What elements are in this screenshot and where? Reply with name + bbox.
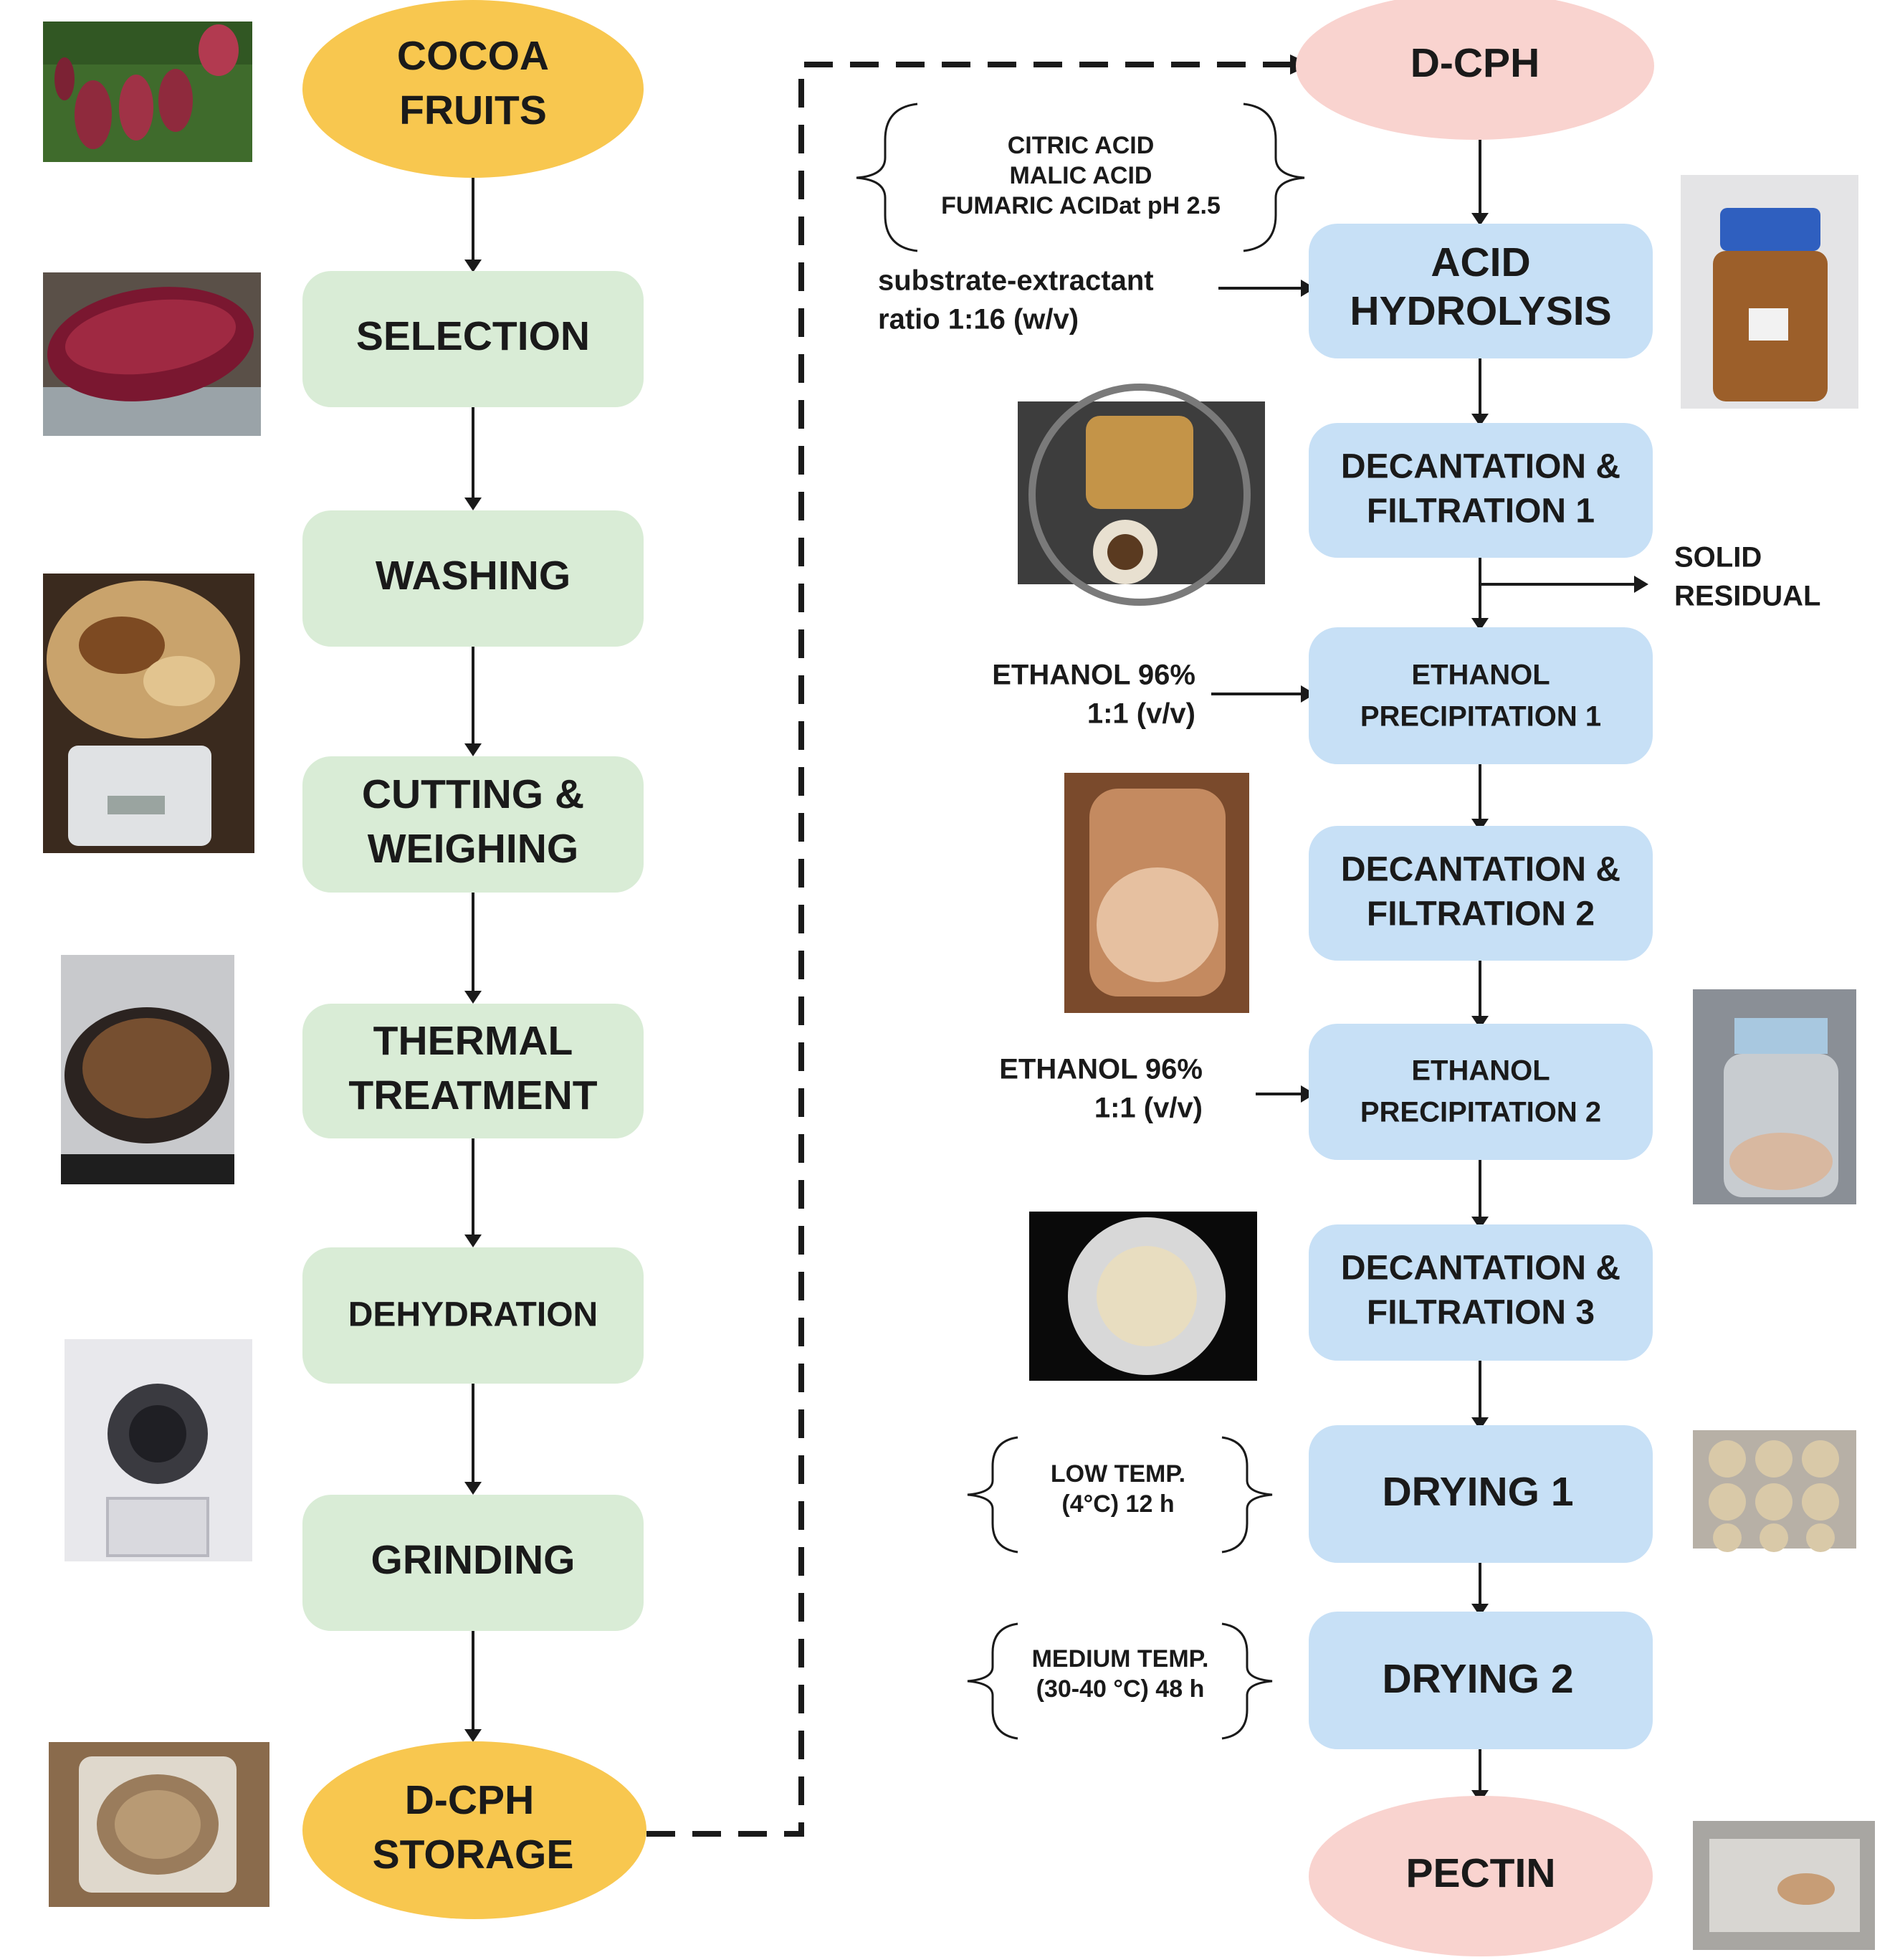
ethanol-1-line1: ETHANOL 96%: [992, 660, 1195, 691]
solid-residual-line1: SOLID: [1674, 542, 1762, 574]
step-ethanol-precipitation-2: ETHANOL PRECIPITATION 2: [1309, 1024, 1653, 1160]
step-decantation-filtration-1: DECANTATION & FILTRATION 1: [1309, 423, 1653, 558]
step-ethanol-precipitation-1-line2: PRECIPITATION 1: [1360, 701, 1601, 733]
step-drying-1-label: DRYING 1: [1382, 1469, 1573, 1515]
acids-line3: FUMARIC ACIDat pH 2.5: [941, 192, 1221, 219]
photo-ground-powder-container: [49, 1742, 269, 1907]
step-cutting-weighing: CUTTING & WEIGHING: [302, 756, 644, 893]
step-acid-hydrolysis-line2: HYDROLYSIS: [1350, 288, 1611, 334]
solid-residual-line2: RESIDUAL: [1674, 581, 1820, 612]
photo-precipitate-jar: [1064, 773, 1249, 1013]
ethanol-1-annotation: ETHANOL 96% 1:1 (v/v): [992, 660, 1195, 730]
photo-precipitation-bottle: [1693, 989, 1856, 1204]
step-decantation-filtration-3-line1: DECANTATION &: [1341, 1250, 1620, 1288]
step-decantation-filtration-3: DECANTATION & FILTRATION 3: [1309, 1224, 1653, 1361]
ratio-line2: ratio 1:16 (w/v): [878, 304, 1079, 336]
acids-annotation: CITRIC ACID MALIC ACID FUMARIC ACIDat pH…: [941, 132, 1221, 219]
step-grinding-label: GRINDING: [371, 1537, 576, 1583]
medium-temp-annotation: MEDIUM TEMP. (30-40 °C) 48 h: [1032, 1645, 1209, 1703]
photo-filtration-sieve: [1018, 384, 1265, 606]
node-dcph-label: D-CPH: [1410, 40, 1540, 86]
medium-temp-line2: (30-40 °C) 48 h: [1036, 1675, 1205, 1703]
medium-temp-line1: MEDIUM TEMP.: [1032, 1645, 1209, 1673]
photo-cocoa-pod: [43, 272, 261, 436]
ethanol-1-line2: 1:1 (v/v): [1087, 698, 1195, 730]
dashed-connector: [646, 62, 1290, 1837]
ratio-annotation: substrate-extractant ratio 1:16 (w/v): [878, 265, 1154, 336]
photo-filter-cloth: [1029, 1212, 1257, 1381]
step-selection: SELECTION: [302, 271, 644, 407]
step-washing-label: WASHING: [376, 553, 571, 599]
node-cocoa-fruits-line1: COCOA: [397, 33, 549, 79]
acids-line1: CITRIC ACID: [1008, 132, 1155, 159]
step-drying-2-label: DRYING 2: [1382, 1656, 1573, 1702]
step-acid-hydrolysis-line1: ACID: [1431, 239, 1530, 285]
photo-cocoa-fruits: [43, 22, 252, 162]
photo-thermal-pot: [61, 955, 234, 1184]
node-cocoa-fruits: COCOA FRUITS: [302, 0, 644, 178]
photo-drying-tray: [1693, 1430, 1856, 1552]
step-acid-hydrolysis: ACID HYDROLYSIS: [1309, 224, 1653, 358]
photo-grinder: [65, 1339, 252, 1561]
ethanol-2-line2: 1:1 (v/v): [1094, 1093, 1203, 1124]
arrowheads: [464, 54, 1648, 1803]
step-dehydration-label: DEHYDRATION: [348, 1296, 598, 1334]
step-decantation-filtration-1-line1: DECANTATION &: [1341, 448, 1620, 486]
acids-line2: MALIC ACID: [1010, 162, 1152, 189]
node-pectin: PECTIN: [1309, 1796, 1653, 1956]
step-decantation-filtration-3-line2: FILTRATION 3: [1367, 1294, 1595, 1332]
ethanol-2-line1: ETHANOL 96%: [999, 1054, 1203, 1085]
step-ethanol-precipitation-2-line2: PRECIPITATION 2: [1360, 1097, 1601, 1128]
node-pectin-label: PECTIN: [1405, 1850, 1555, 1896]
ethanol-2-annotation: ETHANOL 96% 1:1 (v/v): [999, 1054, 1203, 1124]
step-decantation-filtration-2: DECANTATION & FILTRATION 2: [1309, 826, 1653, 961]
step-washing: WASHING: [302, 510, 644, 647]
connector-lines: [472, 140, 1638, 1796]
step-thermal-treatment-line2: TREATMENT: [348, 1072, 597, 1118]
ratio-line1: substrate-extractant: [878, 265, 1154, 297]
step-cutting-weighing-line2: WEIGHING: [368, 826, 579, 872]
low-temp-annotation: LOW TEMP. (4°C) 12 h: [1051, 1460, 1185, 1518]
step-decantation-filtration-2-line2: FILTRATION 2: [1367, 895, 1595, 933]
step-ethanol-precipitation-1: ETHANOL PRECIPITATION 1: [1309, 627, 1653, 764]
photo-cut-husks-scale: [43, 574, 254, 853]
node-dcph-storage: D-CPH STORAGE: [302, 1741, 646, 1919]
photo-hydrolysis-jar: [1681, 175, 1858, 409]
solid-residual-annotation: SOLID RESIDUAL: [1674, 542, 1820, 612]
step-selection-label: SELECTION: [356, 313, 590, 359]
step-cutting-weighing-line1: CUTTING &: [362, 771, 584, 817]
step-ethanol-precipitation-1-line1: ETHANOL: [1411, 660, 1550, 691]
step-decantation-filtration-2-line1: DECANTATION &: [1341, 851, 1620, 889]
step-thermal-treatment-line1: THERMAL: [373, 1018, 573, 1064]
step-ethanol-precipitation-2-line1: ETHANOL: [1411, 1055, 1550, 1087]
step-dehydration: DEHYDRATION: [302, 1247, 644, 1384]
step-drying-1: DRYING 1: [1309, 1425, 1653, 1563]
node-dcph-storage-line2: STORAGE: [373, 1832, 574, 1878]
low-temp-line2: (4°C) 12 h: [1061, 1490, 1174, 1518]
low-temp-line1: LOW TEMP.: [1051, 1460, 1185, 1488]
node-dcph-storage-line1: D-CPH: [405, 1777, 535, 1823]
step-decantation-filtration-1-line2: FILTRATION 1: [1367, 493, 1595, 531]
node-cocoa-fruits-line2: FRUITS: [399, 87, 547, 133]
photo-pectin-bag: [1693, 1821, 1875, 1950]
step-thermal-treatment: THERMAL TREATMENT: [302, 1004, 644, 1138]
step-grinding: GRINDING: [302, 1495, 644, 1631]
step-drying-2: DRYING 2: [1309, 1612, 1653, 1749]
braces: [856, 103, 1305, 1740]
node-dcph: D-CPH: [1296, 0, 1654, 140]
